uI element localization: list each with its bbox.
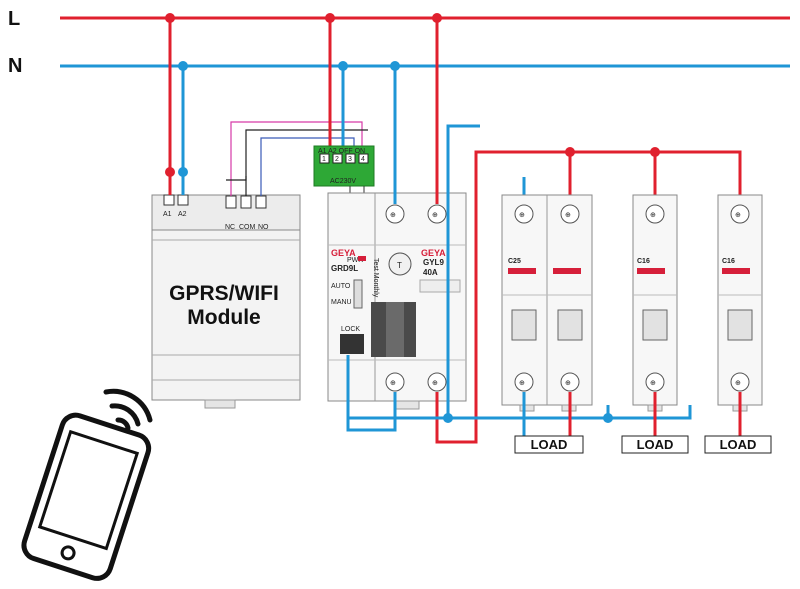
screw-icon [427, 372, 447, 392]
relay-board: A1 A2 OFF ON 1 2 3 4 AC230V [313, 145, 375, 187]
terminal-com-label: COM [239, 224, 256, 231]
relay-terminal-3: 3 [348, 156, 352, 163]
neutral-junction [443, 413, 453, 423]
terminal-no-label: NO [258, 224, 269, 231]
svg-text:⊕: ⊕ [565, 380, 571, 387]
relay-top-labels: A1 A2 OFF ON [318, 148, 365, 155]
screw-icon [560, 372, 580, 392]
svg-text:⊕: ⊕ [650, 212, 656, 219]
relay-terminal-1: 1 [322, 156, 326, 163]
svg-text:⊕: ⊕ [735, 212, 741, 219]
breaker-rating: C25 [508, 258, 521, 265]
breaker-rating: C16 [637, 258, 650, 265]
live-junction [165, 167, 175, 177]
screw-icon [385, 204, 405, 224]
rcbo-brand: GEYA [421, 248, 446, 258]
neutral-junction [338, 61, 348, 71]
neutral-junction [603, 413, 613, 423]
breaker-rating: C16 [722, 258, 735, 265]
load-box [514, 435, 584, 454]
neutral-junction [178, 61, 188, 71]
recloser-auto: AUTO [331, 283, 351, 290]
live-junction [325, 13, 335, 23]
breaker-c16-1: ⊕ ⊕ C16 [632, 194, 678, 412]
breaker-handle[interactable] [727, 309, 753, 341]
screw-icon [427, 204, 447, 224]
test-button[interactable] [388, 252, 412, 276]
svg-text:⊕: ⊕ [519, 380, 525, 387]
breaker-handle[interactable] [557, 309, 583, 341]
relay-terminal-4: 4 [361, 156, 365, 163]
screw-icon [645, 204, 665, 224]
neutral-bus-label: N [8, 55, 22, 77]
breaker-handle[interactable] [642, 309, 668, 341]
screw-icon [385, 372, 405, 392]
recloser-brand: GEYA [331, 248, 356, 258]
svg-text:⊕: ⊕ [735, 380, 741, 387]
terminal-nc-label: NC [225, 224, 235, 231]
relay-bottom-label: AC230V [330, 178, 356, 185]
load-box [621, 435, 689, 454]
breaker-c25: ⊕ ⊕ ⊕ ⊕ C25 [501, 194, 593, 412]
svg-text:⊕: ⊕ [390, 380, 396, 387]
mode-switch[interactable] [353, 279, 363, 309]
load-label: LOAD [637, 437, 674, 452]
svg-text:⊕: ⊕ [650, 380, 656, 387]
rcbo-rating: 40A [423, 268, 438, 277]
control-wires [226, 121, 368, 196]
recloser-rcbo-unit: ⊕ ⊕ ⊕ ⊕ GEYA PWR GRD9L AUTO MANU LOCK GE… [327, 192, 467, 410]
load-label: LOAD [531, 437, 568, 452]
svg-text:⊕: ⊕ [390, 212, 396, 219]
live-bus-label: L [8, 8, 20, 30]
load-label: LOAD [720, 437, 757, 452]
module-title-line1: GPRS/WIFI [169, 282, 279, 305]
recloser-lock: LOCK [341, 326, 360, 333]
recloser-model: GRD9L [331, 264, 358, 273]
pwr-indicator [358, 256, 366, 261]
terminal-nc [225, 195, 237, 209]
recloser-manu: MANU [331, 299, 352, 306]
rcbo-vertical-text: Test Monthly [372, 258, 379, 298]
svg-text:⊕: ⊕ [519, 212, 525, 219]
rcbo-live-output [435, 150, 742, 444]
lock-handle[interactable] [340, 334, 364, 354]
screw-icon [560, 204, 580, 224]
neutral-junction [178, 167, 188, 177]
smartphone-icon [21, 412, 152, 581]
terminal-a1-label: A1 [163, 211, 172, 218]
svg-text:⊕: ⊕ [432, 212, 438, 219]
screw-icon [514, 204, 534, 224]
neutral-distribution [348, 405, 692, 420]
terminal-no [255, 195, 267, 209]
breaker-c16-2: ⊕ ⊕ C16 [717, 194, 763, 412]
rcbo-model: GYL9 [423, 258, 444, 267]
screw-icon [730, 204, 750, 224]
svg-text:⊕: ⊕ [565, 212, 571, 219]
screw-icon [730, 372, 750, 392]
terminal-a1 [163, 194, 175, 206]
breaker-handle[interactable] [511, 309, 537, 341]
gprs-wifi-module: A1 A2 NC COM NO GPRS/WIFI Module [151, 194, 301, 409]
test-button-label: T [397, 261, 402, 270]
terminal-a2-label: A2 [178, 211, 187, 218]
terminal-a2 [177, 194, 189, 206]
module-title-line2: Module [187, 306, 261, 329]
neutral-return [446, 124, 480, 418]
screw-icon [645, 372, 665, 392]
screw-icon [514, 372, 534, 392]
live-junction [165, 13, 175, 23]
load-box [704, 435, 772, 454]
svg-text:⊕: ⊕ [432, 380, 438, 387]
wifi-icon [103, 388, 153, 431]
rcbo-neutral-output [346, 355, 397, 432]
terminal-com [240, 195, 252, 209]
recloser-pwr: PWR [347, 257, 363, 264]
relay-terminal-2: 2 [335, 156, 339, 163]
